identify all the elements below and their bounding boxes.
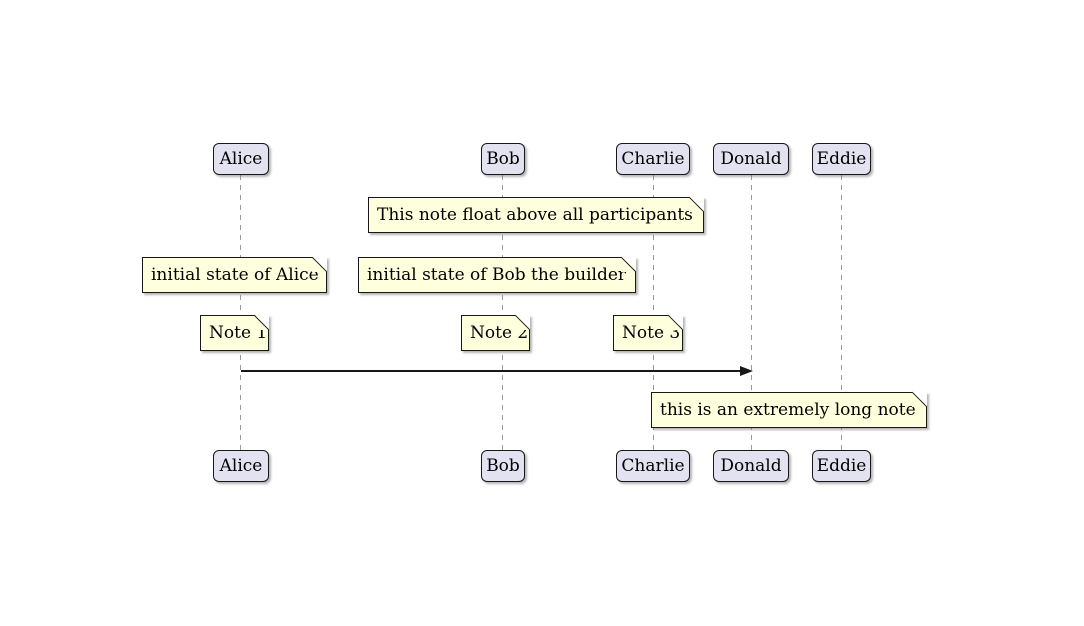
- note-3: Note 3: [613, 315, 683, 351]
- note-text: This note float above all participants: [377, 204, 693, 225]
- participant-bottom-alice: Alice: [213, 450, 269, 482]
- note-text: initial state of Bob the builder: [367, 264, 627, 285]
- participant-bottom-eddie: Eddie: [812, 450, 871, 482]
- note-initial-state-alice: initial state of Alice: [142, 257, 327, 293]
- participant-label: Eddie: [816, 148, 867, 169]
- participant-label: Alice: [219, 455, 263, 476]
- participant-label: Bob: [486, 455, 520, 476]
- participant-label: Charlie: [621, 148, 685, 169]
- participant-label: Donald: [720, 148, 782, 169]
- note-text: Note 2: [470, 322, 529, 343]
- lifeline-charlie: [653, 175, 654, 450]
- note-extremely-long: this is an extremely long note: [651, 392, 927, 428]
- lifeline-donald: [751, 175, 752, 450]
- note-text: Note 1: [209, 322, 268, 343]
- message-arrow-line: [241, 370, 742, 372]
- participant-top-eddie: Eddie: [812, 143, 871, 175]
- participant-top-bob: Bob: [481, 143, 525, 175]
- participant-top-donald: Donald: [713, 143, 789, 175]
- participant-label: Donald: [720, 455, 782, 476]
- note-text: Note 3: [622, 322, 681, 343]
- lifeline-eddie: [841, 175, 842, 450]
- participant-bottom-donald: Donald: [713, 450, 789, 482]
- participant-label: Eddie: [816, 455, 867, 476]
- note-1: Note 1: [200, 315, 269, 351]
- participant-label: Charlie: [621, 455, 685, 476]
- participant-bottom-bob: Bob: [481, 450, 525, 482]
- note-floating: This note float above all participants: [368, 197, 704, 233]
- participant-top-alice: Alice: [213, 143, 269, 175]
- participant-bottom-charlie: Charlie: [616, 450, 690, 482]
- note-initial-state-bob: initial state of Bob the builder: [358, 257, 636, 293]
- participant-top-charlie: Charlie: [616, 143, 690, 175]
- participant-label: Bob: [486, 148, 520, 169]
- participant-label: Alice: [219, 148, 263, 169]
- note-text: initial state of Alice: [151, 264, 319, 285]
- note-text: this is an extremely long note: [660, 399, 916, 420]
- message-arrow-head-icon: [740, 366, 753, 376]
- lifeline-bob: [502, 175, 503, 450]
- note-2: Note 2: [461, 315, 530, 351]
- lifeline-alice: [240, 175, 241, 450]
